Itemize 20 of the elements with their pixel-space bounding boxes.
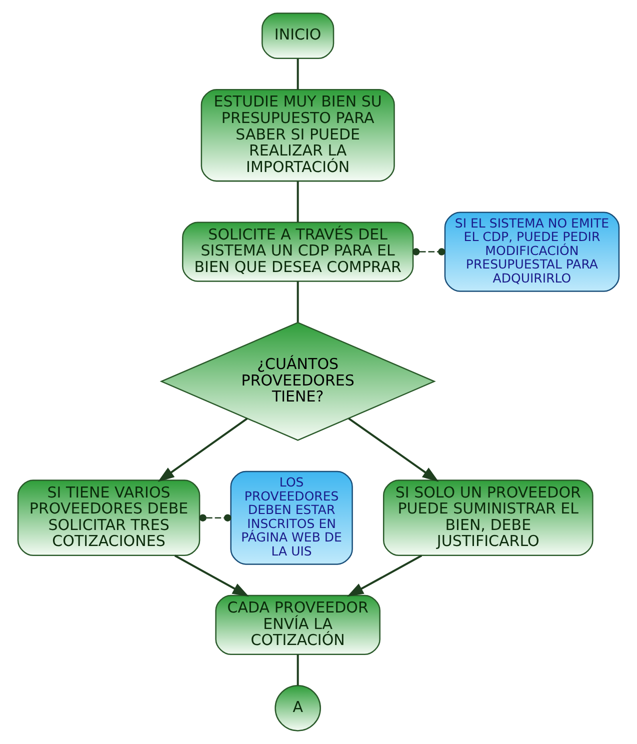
arrow — [158, 418, 248, 482]
node-box: SI SOLO UN PROVEEDOR PUEDE SUMINISTRAR EL BIEN, DEBE JUSTIFICARLO — [382, 480, 594, 556]
node-box: SI EL SISTEMA NO EMITE EL CDP, PUEDE PEDIR MODIFICACIÓN PRESUPUESTAL PARA ADQUIRIRLO — [444, 212, 620, 292]
connector — [412, 248, 446, 256]
arrow — [174, 554, 250, 597]
arrow — [347, 554, 422, 597]
connector — [296, 654, 299, 686]
node-circle: A — [274, 685, 321, 732]
node-box: ESTUDIE MUY BIEN SU PRESUPUESTO PARA SABER SI PUEDE REALIZAR LA IMPORTACIÓN — [200, 89, 395, 182]
connector — [296, 58, 299, 90]
connector — [296, 181, 299, 222]
node-diamond: ¿CUÁNTOS PROVEEDORES TIENE? — [160, 322, 436, 441]
node-box: LOS PROVEEDORES DEBEN ESTAR INSCRITOS EN PÁGINA WEB DE LA UIS — [230, 470, 353, 565]
node-box: SOLICITE A TRAVÉS DEL SISTEMA UN CDP PARA EL BIEN QUE DESEA COMPRAR — [182, 222, 414, 282]
node-box: SI TIENE VARIOS PROVEEDORES DEBE SOLICITAR TRES COTIZACIONES — [17, 480, 200, 556]
connector — [296, 281, 299, 322]
node-box: INICIO — [262, 12, 334, 59]
node-box: CADA PROVEEDOR ENVÍA LA COTIZACIÓN — [215, 594, 380, 655]
connector — [199, 514, 232, 522]
arrow — [348, 418, 439, 482]
